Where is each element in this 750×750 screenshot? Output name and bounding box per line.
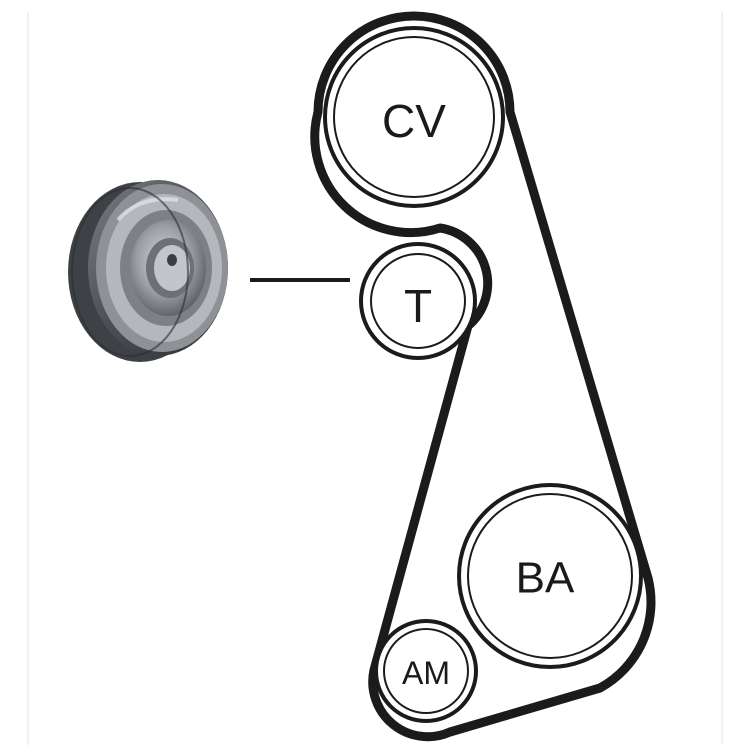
pulley-am: AM bbox=[374, 619, 478, 723]
pulley-am-label: AM bbox=[402, 655, 450, 691]
pulley-t-label: T bbox=[404, 280, 432, 332]
drive-belt bbox=[310, 11, 656, 742]
tensioner-pulley-photo-icon bbox=[68, 180, 228, 362]
pulley-t: T bbox=[359, 242, 477, 360]
pulley-ba: BA bbox=[457, 483, 643, 669]
pulley-cv-label: CV bbox=[382, 95, 446, 147]
pulley-ba-label: BA bbox=[516, 554, 575, 603]
pulley-cv: CV bbox=[323, 26, 505, 208]
